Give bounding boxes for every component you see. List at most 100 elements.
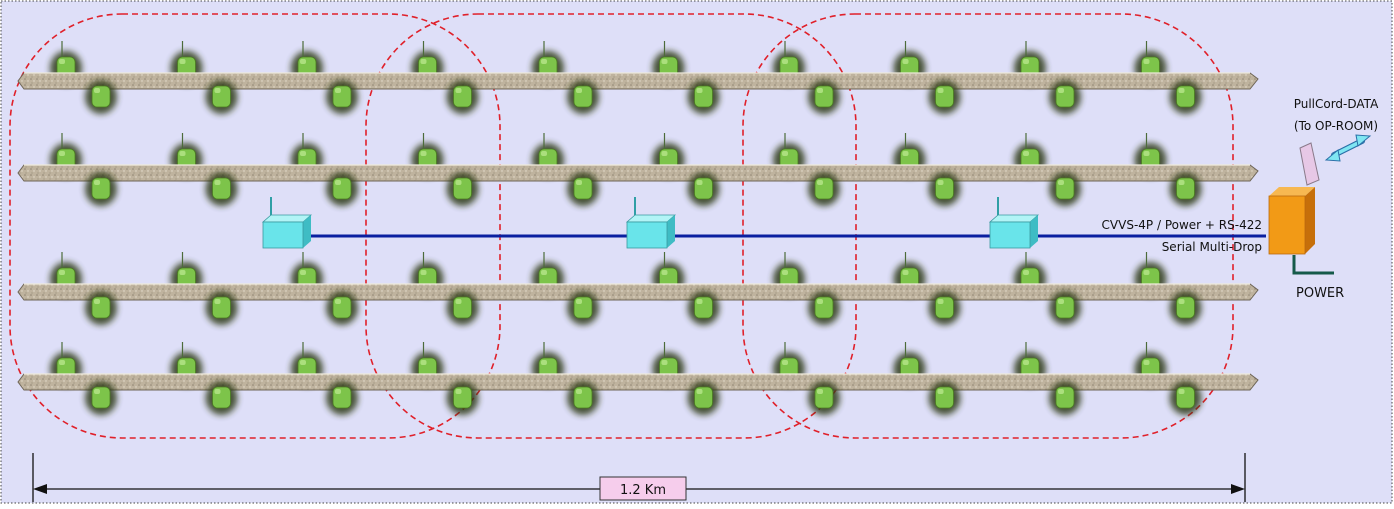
sensor-highlight [455,389,462,394]
sensor-unit [687,172,720,206]
sensor-highlight [335,389,341,394]
dimension-arrow-right [1231,484,1245,494]
sensor-unit [808,291,840,325]
node-top [988,214,1040,223]
sensor-unit [326,291,358,325]
sensor-highlight [59,59,65,64]
pullcord-antenna [1299,142,1320,186]
sensor-highlight [335,180,341,185]
sensor-highlight [455,180,462,185]
sensor-highlight [214,88,221,93]
sensor-highlight [902,360,909,365]
sensor-highlight [59,360,65,365]
controller-top [1269,187,1315,196]
sensor-highlight [179,360,186,365]
sensor-unit [85,381,117,415]
sensor-highlight [817,299,823,304]
sensor-highlight [541,360,547,365]
sensor-highlight [300,270,306,275]
sensor-highlight [300,360,306,365]
node-side [303,215,311,248]
sensor-highlight [1178,299,1185,304]
sensor-unit [446,381,479,415]
sensor-highlight [576,299,582,304]
sensor-highlight [782,270,788,275]
sensor-highlight [541,270,547,275]
sensor-unit [567,80,599,114]
controller-side [1305,187,1315,254]
sensor-highlight [455,299,462,304]
sensor-unit [1169,381,1202,415]
controller-front [1269,196,1305,254]
sensor-highlight [902,151,909,156]
power-lead [1292,255,1334,275]
sensor-highlight [420,59,427,64]
cable-label-line2: Serial Multi-Drop [1162,240,1262,254]
sensor-unit [1169,172,1202,206]
sensor-highlight [782,151,788,156]
sensor-highlight [541,59,547,64]
conveyor-rail [17,252,1259,325]
sensor-unit [808,381,840,415]
sensor-highlight [420,270,427,275]
sensor-highlight [94,299,100,304]
sensor-highlight [902,59,909,64]
sensor-highlight [1023,151,1029,156]
sensor-highlight [1178,389,1185,394]
coverage-zones [9,13,1234,439]
sensor-unit [205,172,238,206]
sensor-unit [1049,172,1081,206]
sensor-highlight [300,59,306,64]
sensor-highlight [300,151,306,156]
sensor-highlight [576,389,582,394]
pullcord-label-line1: PullCord-DATA [1294,97,1379,111]
conveyor-rail [17,342,1259,415]
sensor-highlight [1143,360,1150,365]
wireless-node [625,197,677,249]
sensor-highlight [420,360,427,365]
distance-label: 1.2 Km [620,483,666,498]
sensor-unit [205,291,238,325]
node-side [1030,215,1038,248]
sensor-highlight [782,360,788,365]
sensor-highlight [696,180,703,185]
sensor-highlight [420,151,427,156]
sensor-highlight [59,270,65,275]
sensor-unit [928,291,961,325]
sensor-unit [85,80,117,114]
sensor-unit [928,80,961,114]
sensor-highlight [1058,88,1064,93]
dimension-arrow-left [33,484,47,494]
node-top [625,214,677,223]
sensor-highlight [94,180,100,185]
sensor-unit [1169,291,1202,325]
sensor-unit [1049,80,1081,114]
sensor-highlight [335,299,341,304]
sensor-unit [85,291,117,325]
conveyor-rail [17,133,1259,206]
sensor-highlight [1058,180,1064,185]
sensor-highlight [817,389,823,394]
sensor-highlight [94,389,100,394]
sensor-unit [687,291,720,325]
sensor-highlight [1143,59,1150,64]
sensor-highlight [455,88,462,93]
sensor-highlight [696,299,703,304]
sensor-unit [567,381,599,415]
sensor-highlight [661,151,668,156]
sensor-highlight [937,389,944,394]
conveyor-rail [17,41,1259,114]
sensor-highlight [335,88,341,93]
sensor-highlight [214,389,221,394]
wireless-nodes [261,197,1040,249]
sensor-highlight [782,59,788,64]
sensor-highlight [1023,270,1029,275]
sensor-highlight [576,180,582,185]
sensor-unit [205,381,238,415]
node-front [989,221,1031,249]
sensor-highlight [541,151,547,156]
sensor-unit [928,172,961,206]
sensor-unit [687,80,720,114]
sensor-unit [928,381,961,415]
